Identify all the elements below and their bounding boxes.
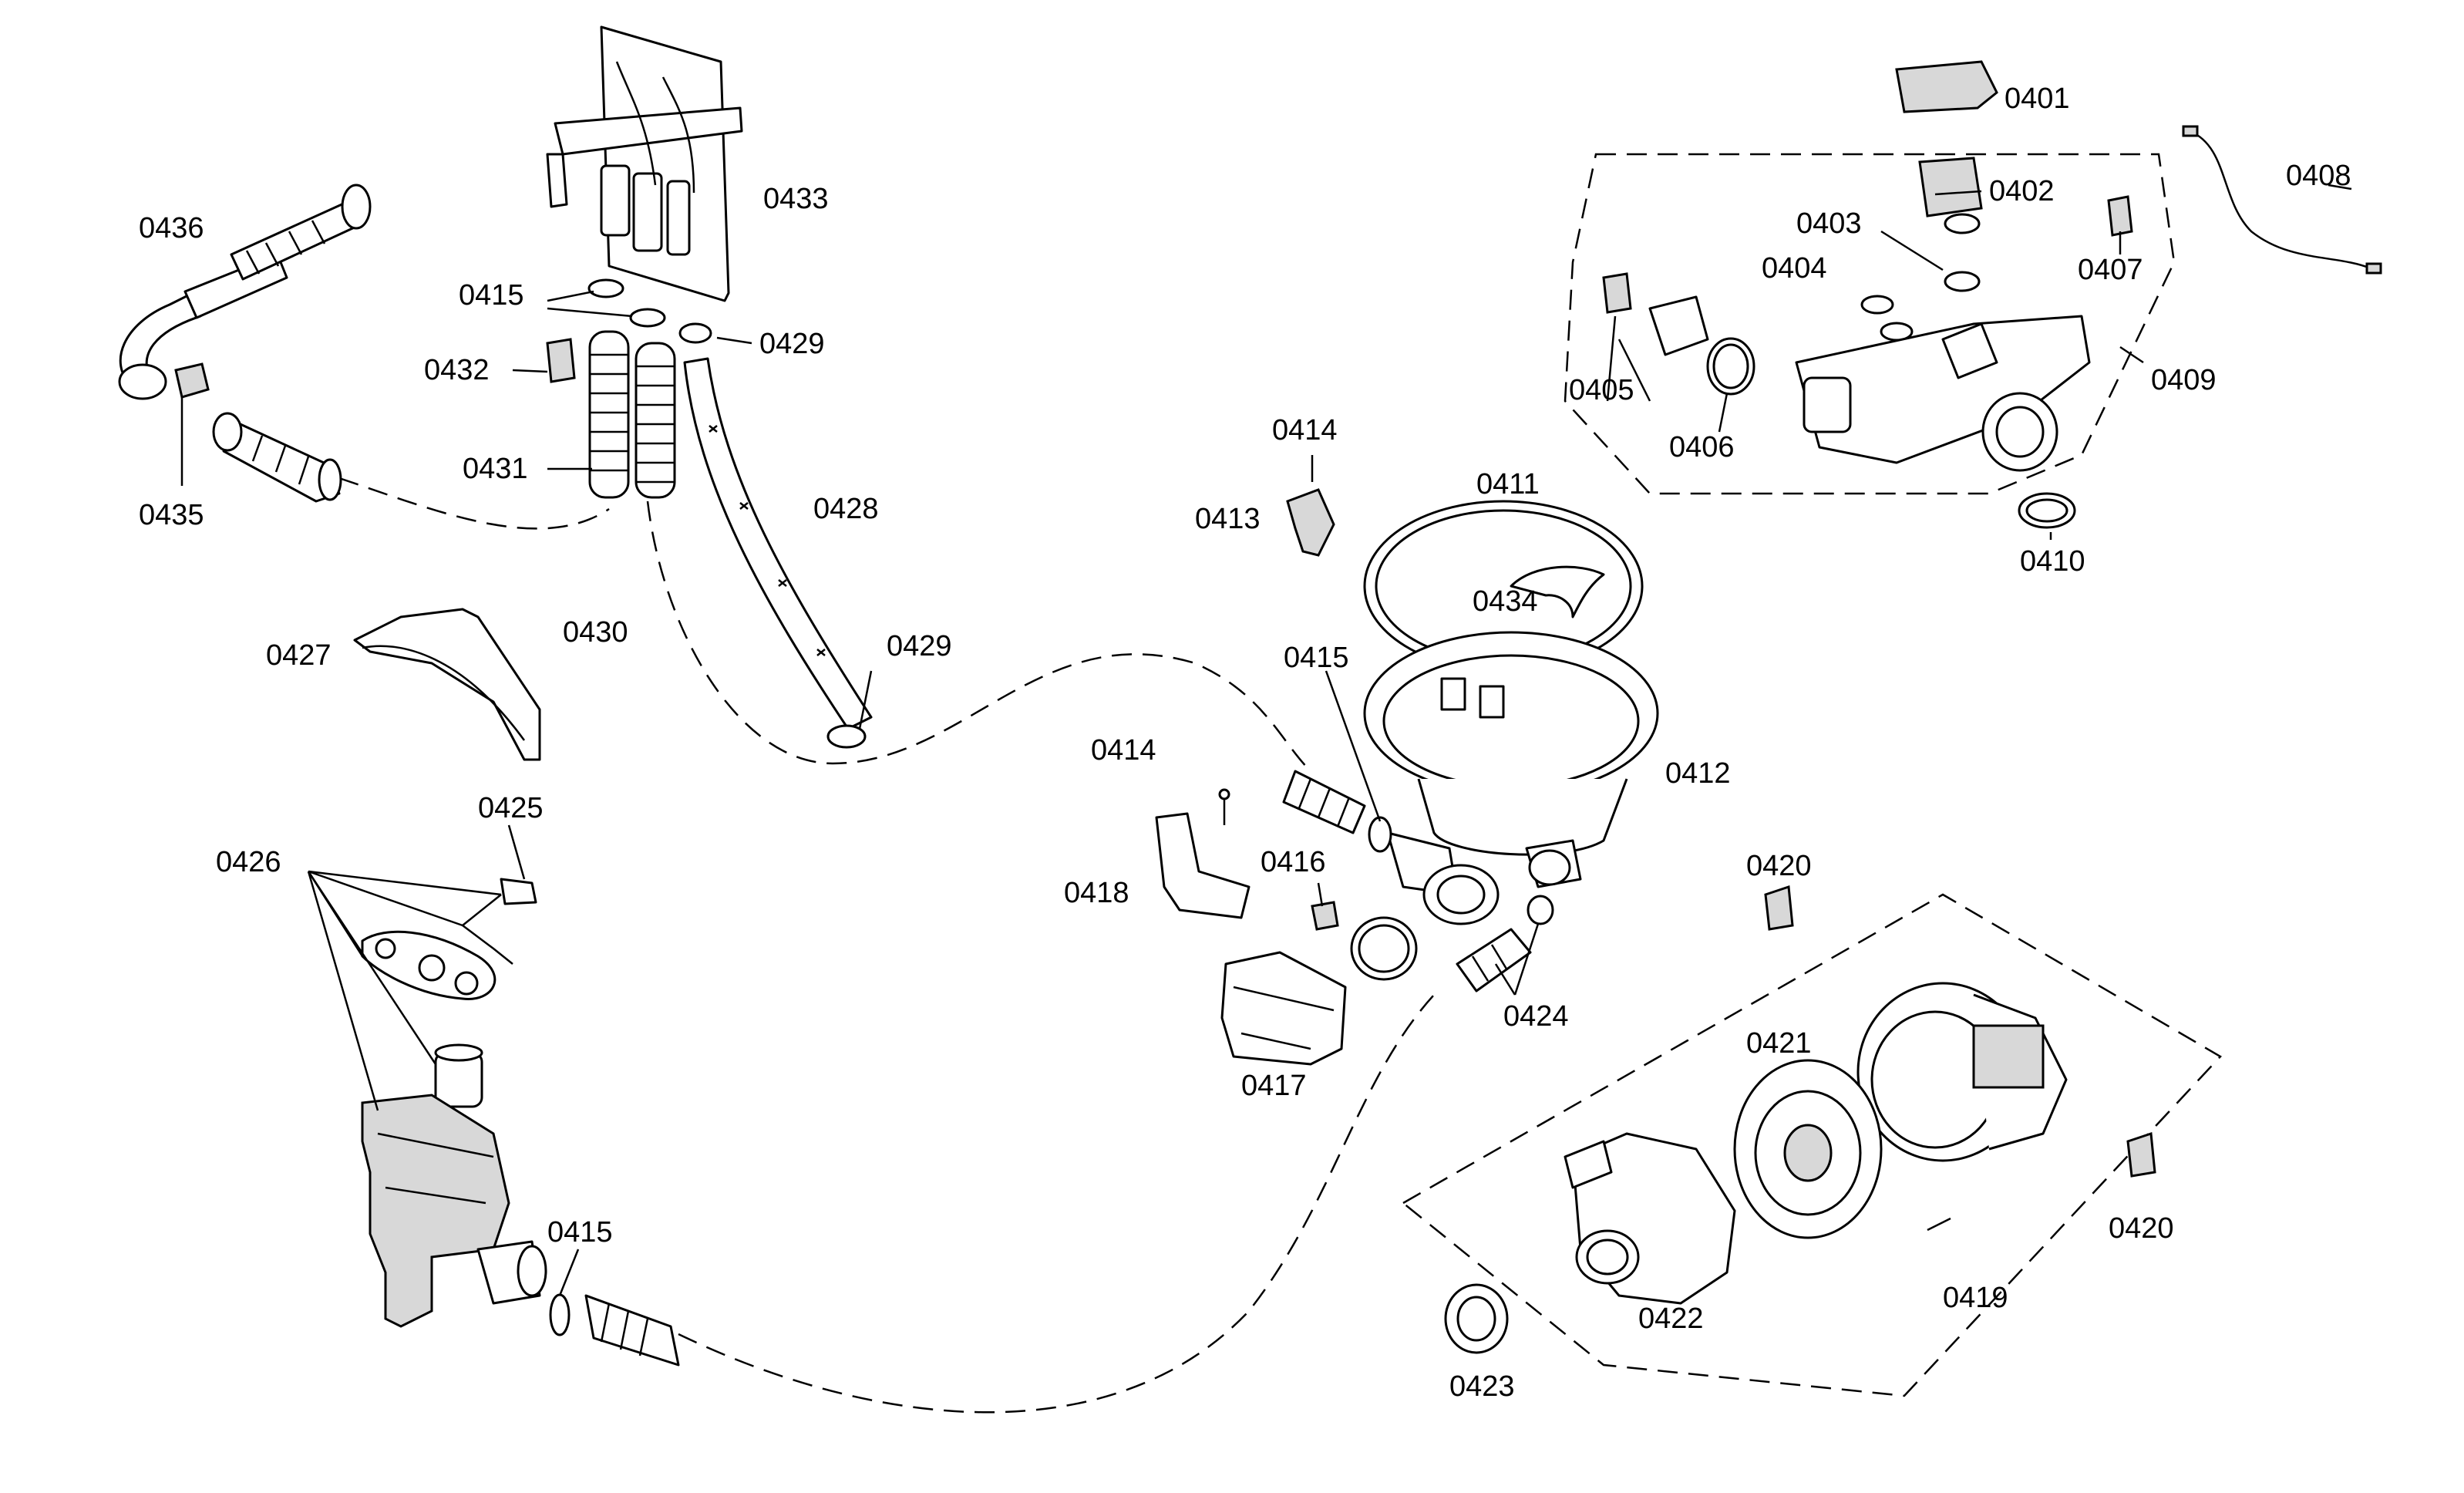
label-0407: 0407: [2078, 254, 2143, 286]
part-0424-parts: [1350, 895, 1554, 993]
label-0401: 0401: [2005, 83, 2070, 115]
dash-group-0409: [1564, 153, 2176, 495]
part-0423-grommet: [1444, 1283, 1509, 1354]
part-0418-bracket: [1155, 812, 1251, 919]
part-0412-sump: [1363, 631, 1659, 925]
part-0436-elbow-hose: [118, 184, 372, 400]
part-0410-clamp: [2018, 492, 2076, 529]
part-0403-ring: [1944, 271, 1981, 292]
label-0423: 0423: [1449, 1370, 1515, 1403]
label-0431: 0431: [463, 453, 528, 485]
label-0420-top: 0420: [1746, 850, 1812, 882]
label-0419: 0419: [1943, 1282, 2008, 1314]
part-0435-clip-and-hose: [174, 362, 342, 503]
label-0408: 0408: [2286, 160, 2351, 192]
label-0414-center: 0414: [1091, 734, 1156, 767]
label-0415-bottom: 0415: [547, 1216, 613, 1249]
label-0403: 0403: [1796, 207, 1862, 240]
part-0401-cover: [1895, 60, 1998, 113]
part-0407-clip: [2107, 195, 2133, 237]
label-0418: 0418: [1064, 877, 1129, 909]
label-0430: 0430: [563, 616, 628, 649]
label-0432: 0432: [424, 354, 490, 386]
dash-group-0419: [1401, 893, 2222, 1397]
part-0429-clamp-bottom: [826, 724, 867, 749]
part-0405-parts: [1602, 272, 1709, 356]
part-0408-wire: [2182, 125, 2382, 275]
part-0419-motor: [1856, 982, 2068, 1162]
part-0425-switch: [462, 878, 537, 926]
label-0427: 0427: [266, 639, 332, 672]
part-0415-ring-center: [1368, 816, 1392, 853]
part-0432-clip: [546, 338, 576, 383]
part-0427-cover: [353, 608, 541, 761]
part-0420-clips: [1764, 885, 2156, 1178]
label-0412: 0412: [1665, 757, 1731, 790]
dashed-connections: [338, 153, 2222, 1414]
label-0429-bottom: 0429: [887, 630, 952, 662]
label-0410: 0410: [2020, 545, 2085, 578]
part-0409-assembly: [1795, 315, 2091, 472]
dash-hose-0435-0431: [338, 477, 610, 530]
label-0405: 0405: [1569, 374, 1634, 406]
label-0404: 0404: [1762, 252, 1827, 285]
label-0409: 0409: [2151, 364, 2217, 396]
label-0433: 0433: [763, 183, 829, 215]
label-0402: 0402: [1989, 175, 2055, 207]
leader-lines: [180, 184, 2352, 1296]
label-0424: 0424: [1503, 1000, 1569, 1033]
label-0420-bottom: 0420: [2109, 1212, 2174, 1245]
label-0415-top: 0415: [459, 279, 524, 312]
part-0430-hose: [635, 342, 676, 499]
label-0422: 0422: [1638, 1303, 1704, 1335]
label-0416: 0416: [1261, 846, 1326, 878]
label-0428: 0428: [813, 493, 879, 525]
label-0414-top: 0414: [1272, 414, 1338, 447]
part-0434-filter-piece: [1510, 565, 1605, 618]
label-0421: 0421: [1746, 1027, 1812, 1060]
label-0406: 0406: [1669, 431, 1735, 463]
label-0411: 0411: [1476, 468, 1540, 500]
part-0402-sensor: [1918, 157, 1983, 234]
part-0433-panel: [546, 25, 743, 302]
dash-hose-0430-loop: [646, 500, 1311, 772]
part-0422-pump-housing: [1564, 1132, 1736, 1305]
part-0406-ring: [1706, 337, 1755, 396]
part-0429-clamp-top: [678, 322, 712, 344]
label-0434: 0434: [1473, 585, 1538, 618]
part-labels: 0401 0402 0403 0404 0405 0406 0407 0408 …: [139, 83, 2351, 1403]
label-0417: 0417: [1241, 1070, 1307, 1102]
label-0435: 0435: [139, 499, 204, 531]
part-0414-screw: [1218, 788, 1230, 825]
label-0436: 0436: [139, 212, 204, 244]
part-0416-clip: [1311, 901, 1339, 931]
part-0417-pump: [1220, 951, 1347, 1066]
part-0431-hose: [588, 330, 630, 499]
part-0426-pump-body: [361, 1094, 547, 1328]
part-0428-hose: [683, 357, 873, 730]
part-0415-bottom-hose: [584, 1294, 680, 1367]
label-0415-center: 0415: [1284, 642, 1349, 674]
label-0425: 0425: [478, 792, 544, 824]
part-0415-ring-bottom: [549, 1293, 571, 1336]
dash-drain-to-sump: [678, 994, 1435, 1414]
label-0429-top: 0429: [759, 328, 825, 360]
part-0413-bracket: [1286, 455, 1335, 557]
part-0415-rings-top: [587, 278, 666, 328]
label-0426: 0426: [216, 846, 281, 878]
part-0421-cover: [1733, 1059, 1883, 1239]
part-0415-center-hose: [1282, 770, 1366, 834]
label-0413: 0413: [1195, 503, 1261, 535]
part-0426-float-parts: [361, 925, 513, 1108]
part-0411-gasket-ring: [1363, 500, 1644, 672]
part-0404-rings: [1860, 295, 1914, 342]
